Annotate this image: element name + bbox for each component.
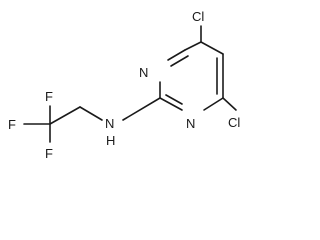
atom-n-ring-bottom: N bbox=[186, 116, 195, 131]
bond-c4-c5 bbox=[200, 41, 224, 55]
bond-n3-c4 bbox=[167, 49, 186, 61]
atom-f-bottom: F bbox=[45, 146, 53, 161]
structure-diagram: Cl N N Cl N H F F F bbox=[8, 9, 241, 161]
bond-n3-c4-inner bbox=[170, 55, 189, 67]
atom-nh-h: H bbox=[106, 133, 115, 148]
atom-f-top: F bbox=[45, 89, 53, 104]
bond-n1-c2-inner bbox=[165, 94, 183, 105]
bond-ch2-cf3 bbox=[49, 106, 81, 125]
atom-cl-bottom: Cl bbox=[228, 115, 240, 130]
bond-c6-n1 bbox=[203, 97, 224, 111]
bond-c6-cl bbox=[222, 97, 237, 111]
bond-c4-n-top-link bbox=[184, 41, 202, 51]
bond-nh-ch2 bbox=[79, 106, 103, 121]
atom-f-left: F bbox=[8, 117, 16, 132]
bond-n1-c2 bbox=[159, 97, 183, 111]
molecule-drawing: Cl N N Cl N H F F F bbox=[8, 9, 240, 161]
bond-c2-nh bbox=[122, 97, 161, 121]
atom-nh-n: N bbox=[105, 116, 114, 131]
atom-n-ring-top: N bbox=[139, 65, 148, 80]
atom-cl-top: Cl bbox=[192, 9, 204, 24]
